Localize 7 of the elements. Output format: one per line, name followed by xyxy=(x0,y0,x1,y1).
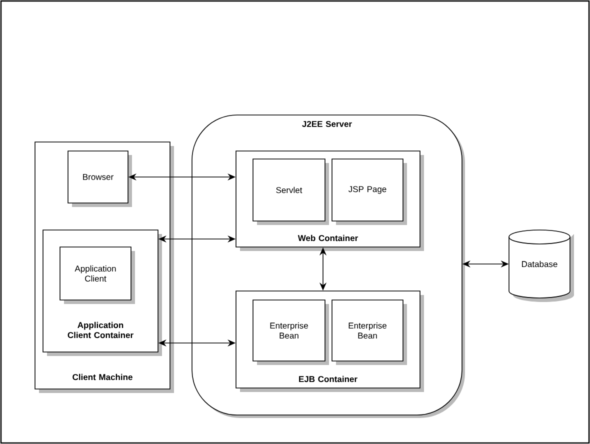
component-box: Servlet xyxy=(252,158,329,225)
component-box: JSP Page xyxy=(332,158,407,225)
component-box: Application Client xyxy=(60,246,135,304)
component-box: Enterprise Bean xyxy=(332,300,407,365)
component-box: Browser xyxy=(68,150,132,207)
component-box: Enterprise Bean xyxy=(252,300,329,365)
database-cylinder: Database xyxy=(508,230,574,302)
